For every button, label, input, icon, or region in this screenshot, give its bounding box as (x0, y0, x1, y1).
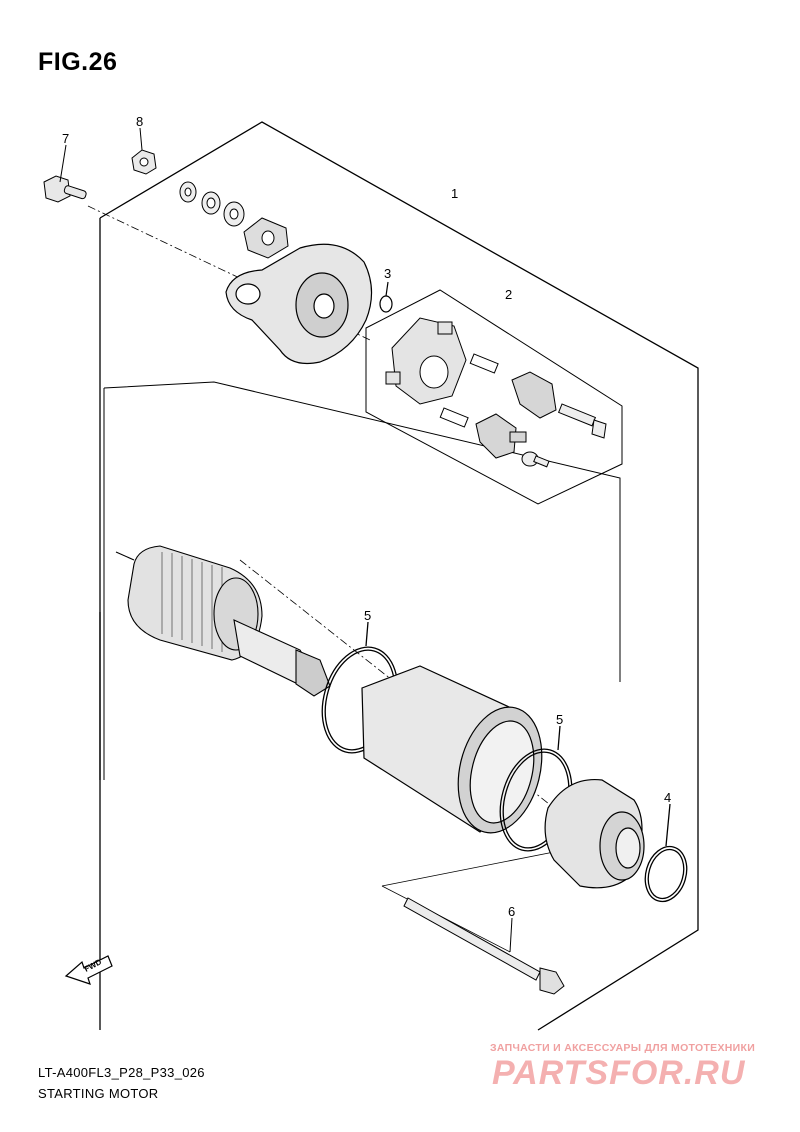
insulator (243, 217, 289, 259)
callout-5-lower: 5 (556, 712, 563, 727)
diagram-code: LT-A400FL3_P28_P33_026 (38, 1065, 205, 1080)
armature-frame (103, 381, 621, 780)
end-cover-housing (225, 243, 373, 365)
callout-2: 2 (505, 287, 512, 302)
bolt-part-7 (43, 144, 87, 203)
diagram-caption: STARTING MOTOR (38, 1086, 159, 1101)
callout-7: 7 (62, 131, 69, 146)
fwd-arrow-icon: FWD (64, 955, 113, 985)
callout-5-upper: 5 (364, 608, 371, 623)
brush-screws (521, 403, 607, 468)
callout-4: 4 (664, 790, 671, 805)
nut-part-8 (131, 127, 157, 175)
yoke-housing (361, 665, 543, 834)
long-bolt-part-6 (403, 897, 565, 995)
watermark-logo: PARTSFOR.RU (492, 1054, 746, 1092)
brush-springs (439, 353, 499, 428)
callout-8: 8 (136, 114, 143, 129)
washer-stack (179, 181, 245, 227)
o-ring-part-4 (644, 803, 688, 903)
brush-holder-assembly (385, 317, 467, 405)
brush-holder-frame (365, 289, 623, 505)
callout-3: 3 (384, 266, 391, 281)
callout-6: 6 (508, 904, 515, 919)
armature (115, 545, 331, 697)
watermark-text: ЗАПЧАСТИ И АКСЕССУАРЫ ДЛЯ МОТОТЕХНИКИ (490, 1042, 756, 1054)
o-ring-part-3 (379, 281, 393, 313)
figure-title: FIG.26 (38, 48, 118, 76)
brushes (475, 371, 557, 459)
callout-1: 1 (451, 186, 458, 201)
front-cover (544, 778, 645, 889)
